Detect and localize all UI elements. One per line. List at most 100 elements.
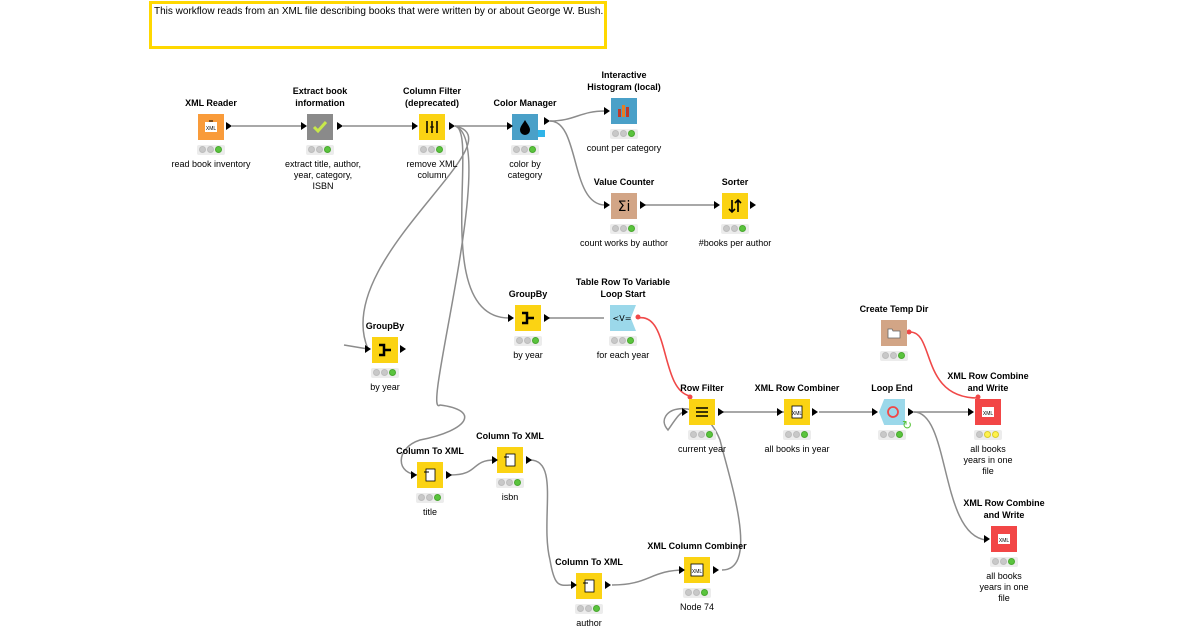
status-lights (610, 224, 638, 234)
column-filter-icon[interactable] (419, 114, 445, 140)
input-port[interactable] (508, 314, 514, 322)
status-lights (416, 493, 444, 503)
input-port[interactable] (682, 408, 688, 416)
node-description: by year (513, 350, 543, 360)
output-port[interactable] (544, 314, 550, 322)
row-filter-icon[interactable] (689, 399, 715, 425)
flow-variable-line (909, 331, 979, 399)
output-port[interactable] (526, 456, 532, 464)
input-port[interactable] (679, 566, 685, 574)
flow-variable-port (687, 394, 693, 400)
node-column-to-xml-title[interactable]: Column To XML title (375, 444, 485, 524)
model-port[interactable] (538, 130, 545, 137)
output-port[interactable] (226, 122, 232, 130)
node-title: XML Column Combiner (647, 541, 747, 551)
xml-combiner-icon[interactable]: XML (784, 399, 810, 425)
status-lights (610, 129, 638, 139)
status-lights (418, 145, 446, 155)
output-port[interactable] (713, 566, 719, 574)
groupby-icon[interactable] (372, 337, 398, 363)
output-port[interactable] (544, 117, 550, 125)
status-lights (688, 430, 716, 440)
input-port[interactable] (984, 535, 990, 543)
node-groupby-mid[interactable]: GroupBy by year (473, 287, 583, 367)
loop-end-icon[interactable] (879, 399, 905, 425)
node-title: Sorter (721, 177, 749, 187)
status-lights (990, 557, 1018, 567)
node-title: Column To XML (396, 446, 464, 456)
workflow-annotation[interactable]: This workflow reads from an XML file des… (149, 1, 607, 49)
input-port[interactable] (571, 581, 577, 589)
node-loop-start[interactable]: Table Row To Variable Loop Start <V= for… (568, 275, 678, 367)
input-port[interactable] (604, 201, 610, 209)
output-port[interactable] (337, 122, 343, 130)
output-port[interactable] (446, 471, 452, 479)
input-port[interactable] (412, 122, 418, 130)
input-port[interactable] (872, 408, 878, 416)
node-xml-column-combiner[interactable]: XML Column Combiner XML Node 74 (642, 539, 752, 619)
node-description: Node 74 (679, 602, 715, 612)
node-color-manager[interactable]: Color Manager color by category (470, 96, 580, 186)
node-loop-end[interactable]: Loop End ↻ (837, 381, 947, 443)
node-column-to-xml-isbn[interactable]: Column To XML isbn (455, 429, 565, 509)
node-description: read book inventory (171, 159, 251, 169)
node-row-filter[interactable]: Row Filter current year (647, 381, 757, 461)
input-port[interactable] (714, 201, 720, 209)
node-value-counter[interactable]: Value Counter Σi count works by author (569, 175, 679, 255)
column-to-xml-icon[interactable] (417, 462, 443, 488)
input-port[interactable] (968, 408, 974, 416)
node-xml-row-combine-write-1[interactable]: XML Row Combine and Write XML all books … (933, 369, 1043, 476)
output-port[interactable] (750, 201, 756, 209)
sigma-icon[interactable]: Σi (611, 193, 637, 219)
loop-start-icon[interactable]: <V= (610, 305, 636, 331)
status-lights (511, 145, 539, 155)
node-title: Interactive Histogram (local) (587, 70, 661, 92)
xml-writer-icon[interactable]: XML (991, 526, 1017, 552)
output-port[interactable] (718, 408, 724, 416)
node-xml-row-combine-write-2[interactable]: XML Row Combine and Write XML all books … (949, 496, 1059, 603)
node-groupby-left[interactable]: GroupBy by year (330, 319, 440, 399)
connection-line (611, 569, 686, 586)
column-to-xml-icon[interactable] (576, 573, 602, 599)
output-port[interactable] (640, 201, 646, 209)
node-xml-row-combiner[interactable]: XML Row Combiner XML all books in year (742, 381, 852, 461)
output-port[interactable] (605, 581, 611, 589)
node-title: XML Row Combine and Write (963, 498, 1045, 520)
histogram-icon[interactable] (611, 98, 637, 124)
node-interactive-histogram[interactable]: Interactive Histogram (local) count per … (569, 68, 679, 158)
node-create-temp-dir[interactable]: Create Temp Dir (839, 302, 949, 364)
groupby-icon[interactable] (515, 305, 541, 331)
sort-icon[interactable] (722, 193, 748, 219)
input-port[interactable] (492, 456, 498, 464)
input-port[interactable] (507, 122, 513, 130)
folder-icon[interactable] (881, 320, 907, 346)
input-port[interactable] (365, 345, 371, 353)
input-port[interactable] (777, 408, 783, 416)
input-port[interactable] (604, 107, 610, 115)
output-port[interactable] (449, 122, 455, 130)
output-port[interactable] (400, 345, 406, 353)
input-port[interactable] (301, 122, 307, 130)
node-sorter[interactable]: Sorter #books per author (680, 175, 790, 255)
node-title: XML Row Combiner (754, 383, 840, 393)
flow-variable-port (635, 314, 641, 320)
xml-writer-icon[interactable]: XML (975, 399, 1001, 425)
node-xml-reader[interactable]: XML Reader XML read book inventory (156, 95, 266, 175)
output-port[interactable] (812, 408, 818, 416)
input-port[interactable] (411, 471, 417, 479)
status-lights (306, 145, 334, 155)
xml-reader-icon[interactable]: XML (198, 114, 224, 140)
output-port[interactable] (908, 408, 914, 416)
svg-text:Σi: Σi (618, 199, 631, 215)
node-description: all books years in one file (963, 444, 1013, 476)
xml-column-combiner-icon[interactable]: XML (684, 557, 710, 583)
color-drop-icon[interactable] (512, 114, 538, 140)
node-column-filter[interactable]: Column Filter (deprecated) remove XML co… (377, 84, 487, 184)
column-to-xml-icon[interactable] (497, 447, 523, 473)
xpath-check-icon[interactable] (307, 114, 333, 140)
node-extract-book-info[interactable]: Extract book information extract title, … (265, 84, 375, 191)
annotation-text: This workflow reads from an XML file des… (154, 6, 604, 17)
node-description: by year (370, 382, 400, 392)
node-column-to-xml-author[interactable]: Column To XML author (534, 555, 644, 630)
